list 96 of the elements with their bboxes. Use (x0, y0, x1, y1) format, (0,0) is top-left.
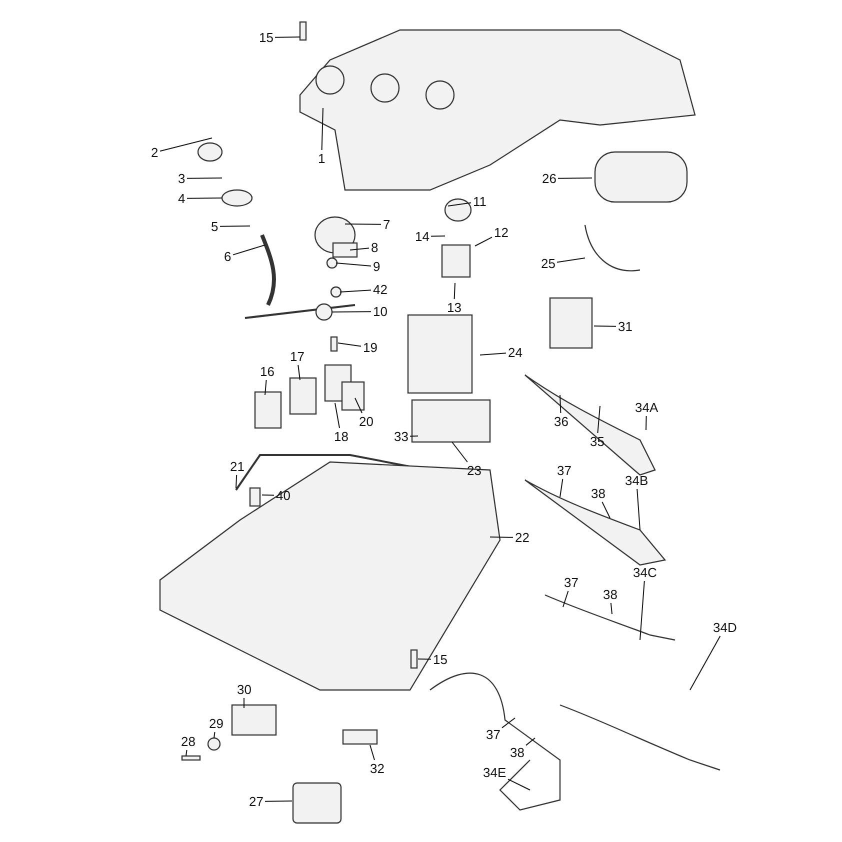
leader-line (448, 202, 472, 206)
callout-number: 16 (259, 364, 276, 379)
callout-number: 34C (632, 565, 658, 580)
callout-number: 31 (617, 319, 634, 334)
leader-line (594, 326, 616, 327)
leader-line (602, 502, 610, 518)
callout-number: 35 (589, 434, 606, 449)
leader-line (332, 311, 372, 312)
leader-line (646, 416, 647, 430)
callout-number: 14 (414, 229, 430, 244)
leader-line (264, 800, 292, 802)
leader-line (454, 282, 456, 300)
callout-number: 34A (634, 400, 660, 415)
callout-number: 12 (493, 225, 510, 240)
leader-line (321, 108, 324, 150)
callout-number: 9 (372, 259, 382, 274)
leader-line (526, 738, 536, 746)
callout-number: 4 (177, 191, 186, 206)
callout-number: 5 (210, 219, 220, 234)
callout-number: 26 (541, 171, 558, 186)
leader-line (232, 244, 266, 256)
leader-line (354, 398, 362, 414)
leader-line (262, 494, 274, 496)
leader-line (214, 732, 216, 738)
callout-number: 34B (624, 473, 650, 488)
leader-line (410, 436, 418, 437)
leader-line (336, 262, 372, 266)
callout-number: 10 (372, 304, 388, 319)
callout-number: 1 (317, 151, 326, 166)
leader-line (597, 406, 600, 434)
leader-line (430, 236, 446, 237)
callout-number: 27 (248, 794, 264, 809)
callout-number: 37 (485, 727, 502, 742)
leader-line (186, 750, 188, 756)
callout-number: 18 (333, 429, 350, 444)
callout-number: 36 (553, 414, 570, 429)
callout-number: 29 (208, 716, 224, 731)
callout-number: 38 (590, 486, 606, 501)
leader-line (636, 488, 640, 530)
callout-number: 15 (258, 30, 274, 45)
leader-line (186, 198, 222, 199)
leader-line (186, 178, 222, 179)
leader-line (480, 352, 506, 356)
leader-line (508, 778, 530, 790)
callout-number: 21 (229, 459, 246, 474)
leader-line (298, 364, 300, 380)
callout-number: 25 (540, 256, 556, 271)
leader-line (474, 236, 492, 246)
callout-number: 34E (482, 765, 508, 780)
callout-number: 6 (223, 249, 232, 264)
callout-number: 15 (432, 652, 448, 667)
leader-line (560, 478, 564, 498)
callout-number: 32 (369, 761, 386, 776)
leader-line (502, 718, 516, 728)
callout-number: 8 (370, 240, 380, 255)
leader-line (334, 402, 340, 428)
leader-line (640, 580, 645, 640)
leader-line (338, 342, 362, 347)
callout-number: 13 (446, 300, 462, 315)
leader-line (490, 536, 514, 538)
callout-number: 33 (393, 429, 410, 444)
leader-line (264, 380, 267, 396)
leader-line (610, 602, 612, 614)
callout-number: 19 (362, 340, 378, 355)
leader-line (562, 590, 569, 608)
callout-number: 22 (514, 530, 530, 545)
callout-number: 34D (712, 620, 738, 635)
leader-line (690, 636, 721, 690)
callout-number: 3 (177, 171, 186, 186)
callout-number: 11 (472, 194, 488, 209)
leader-line (560, 394, 562, 414)
leader-line (370, 744, 375, 760)
callout-number: 2 (150, 145, 160, 160)
leader-line (558, 178, 592, 179)
callout-number: 28 (180, 734, 196, 749)
leader-line (418, 658, 432, 660)
leader-line (160, 138, 212, 152)
callout-number: 38 (509, 745, 526, 760)
callout-number: 37 (556, 463, 572, 478)
callout-number: 37 (563, 575, 580, 590)
leader-line (220, 226, 250, 227)
leader-line (350, 248, 370, 250)
leader-line (344, 224, 382, 225)
leader-line (340, 290, 372, 292)
callout-number: 20 (358, 414, 374, 429)
callout-number: 40 (275, 488, 292, 503)
leader-line (236, 474, 238, 488)
callout-number: 38 (602, 587, 618, 602)
callout-number: 42 (372, 282, 388, 297)
callout-number: 7 (382, 217, 392, 232)
leader-line (556, 258, 586, 263)
callout-number: 30 (236, 682, 252, 697)
leader-line (274, 36, 300, 38)
callout-number: 24 (507, 345, 524, 360)
leader-line (452, 442, 468, 462)
callout-number: 17 (289, 349, 306, 364)
